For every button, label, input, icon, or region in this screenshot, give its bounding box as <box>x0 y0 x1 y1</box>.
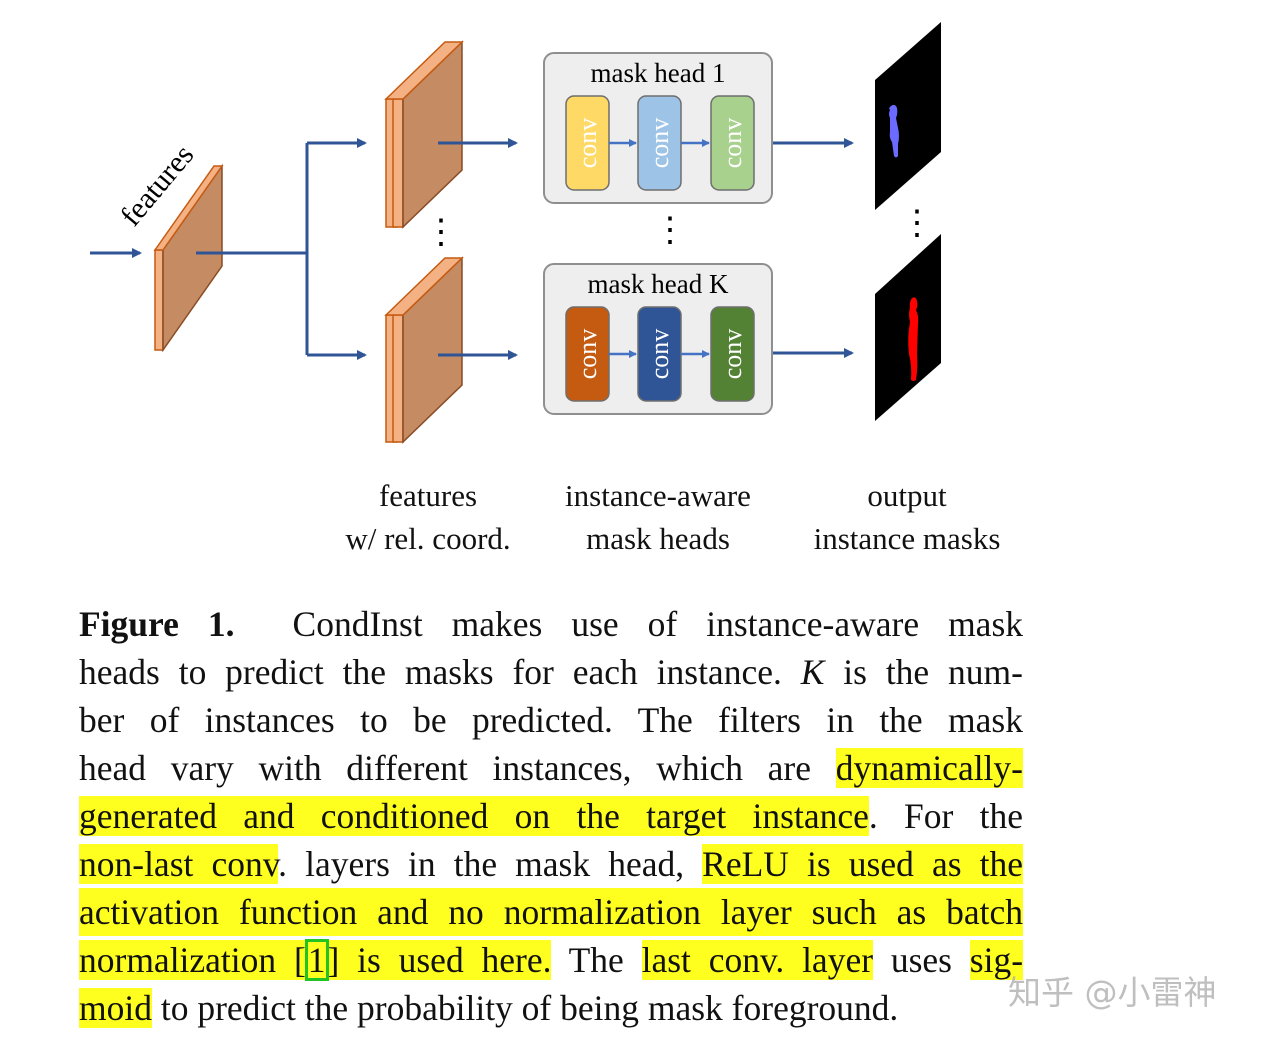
highlight: non-last conv <box>79 844 279 884</box>
caption-line-4: head vary with different instances, whic… <box>79 744 1023 792</box>
features-label-line-1: features <box>378 478 478 513</box>
mask-head-1: mask head 1 conv conv conv <box>543 52 773 204</box>
branch-arrows <box>196 138 367 360</box>
caption-text: CondInst makes use of instance-aware mas… <box>292 604 1024 644</box>
caption-line-6: non-last conv. layers in the mask head, … <box>79 840 1023 888</box>
mask-head-1-conv-2-label: conv <box>645 118 674 169</box>
heads-label-line-2: mask heads <box>586 521 730 556</box>
caption-text: head vary with different instances, whic… <box>79 748 811 788</box>
highlight: moid <box>79 988 152 1028</box>
highlight: last conv. layer <box>641 940 874 980</box>
ellipsis-masks: ⋮ <box>900 205 934 242</box>
caption-text: The <box>568 940 624 980</box>
mask-head-k: mask head K conv conv conv <box>543 263 773 415</box>
highlight: normalization [1] is used here. <box>79 939 552 981</box>
caption-text: is the num- <box>843 652 1023 692</box>
features-column-label: features w/ rel. coord. <box>320 474 536 560</box>
output-mask-1 <box>875 22 941 210</box>
figure-caption: Figure 1. CondInst makes use of instance… <box>79 600 1024 1032</box>
caption-text: heads to predict the masks for each inst… <box>79 652 782 692</box>
highlight: sig- <box>969 940 1024 980</box>
figure-label: Figure 1. <box>79 604 235 644</box>
caption-line-9: moid to predict the probability of being… <box>79 984 1023 1032</box>
caption-text: . For the <box>868 796 1024 836</box>
caption-line-5: generated and conditioned on the target … <box>79 792 1023 840</box>
caption-math-k: K <box>800 652 825 692</box>
highlight: generated and conditioned on the target … <box>79 796 869 836</box>
watermark: 知乎 @小雷神 <box>1008 973 1217 1012</box>
rel-coord-feature-map-1 <box>384 40 464 229</box>
rel-coord-feature-map-k <box>384 256 464 444</box>
highlight: dynamically- <box>835 748 1023 788</box>
mask-head-1-conv-3 <box>710 95 755 191</box>
mask-head-k-conv-2-label: conv <box>645 329 674 380</box>
heads-label-line-1: instance-aware <box>565 478 751 513</box>
caption-line-1: Figure 1. CondInst makes use of instance… <box>79 600 1023 648</box>
citation-link[interactable]: 1 <box>304 939 329 981</box>
mask-head-1-conv-1-label: conv <box>573 118 602 169</box>
highlight-text: ] is used here. <box>327 940 552 980</box>
architecture-diagram: features ⋮ ⋮ ⋮ mask head 1 conv conv con… <box>90 22 941 444</box>
highlight-text: normalization [ <box>79 940 306 980</box>
output-mask-k <box>875 234 941 421</box>
output-column-label: output instance masks <box>790 474 1024 560</box>
mask-head-1-conv-3-label: conv <box>718 118 747 169</box>
mask-head-1-title: mask head 1 <box>591 58 726 88</box>
mask-head-k-title: mask head K <box>588 269 729 299</box>
caption-text: to predict the probability of being mask… <box>160 988 899 1028</box>
ellipsis-heads: ⋮ <box>653 212 687 249</box>
caption-text: uses <box>890 940 952 980</box>
mask-head-k-conv-3 <box>710 306 755 402</box>
caption-line-3: ber of instances to be predicted. The fi… <box>79 696 1023 744</box>
highlight: ReLU is used as the <box>702 844 1023 884</box>
heads-column-label: instance-aware mask heads <box>546 474 770 560</box>
output-label-line-1: output <box>867 478 947 513</box>
mask-head-k-conv-1-label: conv <box>573 329 602 380</box>
caption-text: . layers in the mask head, <box>278 844 685 884</box>
caption-line-7: activation function and no normalization… <box>79 888 1023 936</box>
caption-line-8: normalization [1] is used here. The last… <box>79 936 1024 984</box>
caption-text: ber of instances to be predicted. The fi… <box>79 700 1023 740</box>
output-label-line-2: instance masks <box>813 521 1001 556</box>
ellipsis-features: ⋮ <box>424 214 458 251</box>
caption-line-2: heads to predict the masks for each inst… <box>79 648 1023 696</box>
mask-head-k-conv-3-label: conv <box>718 329 747 380</box>
input-feature-map <box>153 163 224 353</box>
highlight: activation function and no normalization… <box>79 892 1023 932</box>
features-label-line-2: w/ rel. coord. <box>345 521 511 556</box>
